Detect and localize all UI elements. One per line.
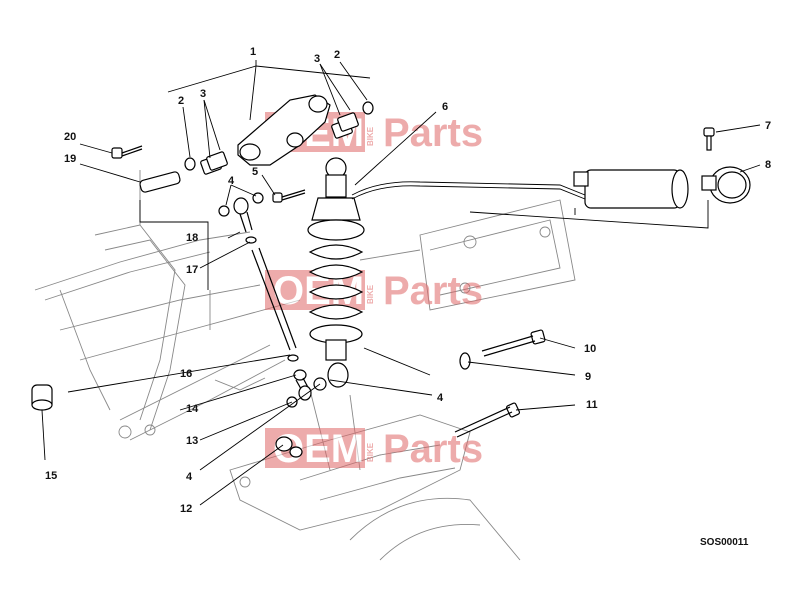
bumper-15 bbox=[31, 384, 53, 411]
reservoir bbox=[573, 169, 689, 209]
callout-11: 11 bbox=[586, 399, 598, 411]
callout-16: 16 bbox=[180, 368, 192, 380]
callout-1: 1 bbox=[250, 46, 256, 58]
callout-7: 7 bbox=[765, 120, 771, 132]
watermark-right-1: Parts bbox=[383, 111, 483, 155]
watermark: OEM BIKE Parts OEM BIKE Parts OEM BIKE P… bbox=[265, 111, 483, 471]
callout-10: 10 bbox=[584, 343, 596, 355]
bushings-group bbox=[184, 101, 374, 175]
screw-7 bbox=[703, 127, 715, 151]
bolt-5 bbox=[218, 189, 306, 217]
callout-4-lower: 4 bbox=[186, 471, 193, 483]
callout-15: 15 bbox=[45, 470, 57, 482]
bolt-10 bbox=[481, 329, 546, 357]
reservoir-hose bbox=[351, 181, 586, 200]
watermark-small-1: BIKE bbox=[366, 126, 375, 146]
callout-12: 12 bbox=[180, 503, 192, 515]
callout-3-right: 3 bbox=[314, 53, 320, 65]
watermark-small-2: BIKE bbox=[366, 284, 375, 304]
callout-8: 8 bbox=[765, 159, 771, 171]
callout-5: 5 bbox=[252, 166, 258, 178]
callout-2-left: 2 bbox=[178, 95, 184, 107]
frame-drawing bbox=[34, 170, 576, 561]
callout-3-left: 3 bbox=[200, 88, 206, 100]
diagram-code: SOS00011 bbox=[700, 537, 749, 548]
callout-19: 19 bbox=[64, 153, 76, 165]
watermark-right-2: Parts bbox=[383, 269, 483, 313]
callout-6: 6 bbox=[442, 101, 448, 113]
callout-18: 18 bbox=[186, 232, 198, 244]
rocker-arm bbox=[237, 94, 331, 166]
watermark-right-3: Parts bbox=[383, 427, 483, 471]
callout-4-right: 4 bbox=[437, 392, 444, 404]
callout-2-right: 2 bbox=[334, 49, 340, 61]
sleeve-19 bbox=[139, 171, 181, 193]
callout-13: 13 bbox=[186, 435, 198, 447]
upper-rod-end bbox=[233, 197, 257, 244]
bolt-20 bbox=[111, 145, 143, 159]
callout-17: 17 bbox=[186, 264, 198, 276]
washer-9 bbox=[459, 352, 471, 370]
leader-lines bbox=[41, 60, 761, 506]
callout-4-upper: 4 bbox=[228, 175, 235, 187]
bolt-11 bbox=[454, 402, 521, 438]
watermark-small-3: BIKE bbox=[366, 442, 375, 462]
shock-absorber bbox=[307, 157, 365, 388]
callout-14: 14 bbox=[186, 403, 199, 415]
callouts: 1 2 2 3 3 4 4 4 5 6 7 8 9 10 11 12 13 14… bbox=[45, 46, 771, 515]
callout-20: 20 bbox=[64, 131, 76, 143]
clamp-8 bbox=[701, 166, 751, 204]
callout-9: 9 bbox=[585, 371, 591, 383]
tie-rod-16 bbox=[251, 247, 299, 362]
